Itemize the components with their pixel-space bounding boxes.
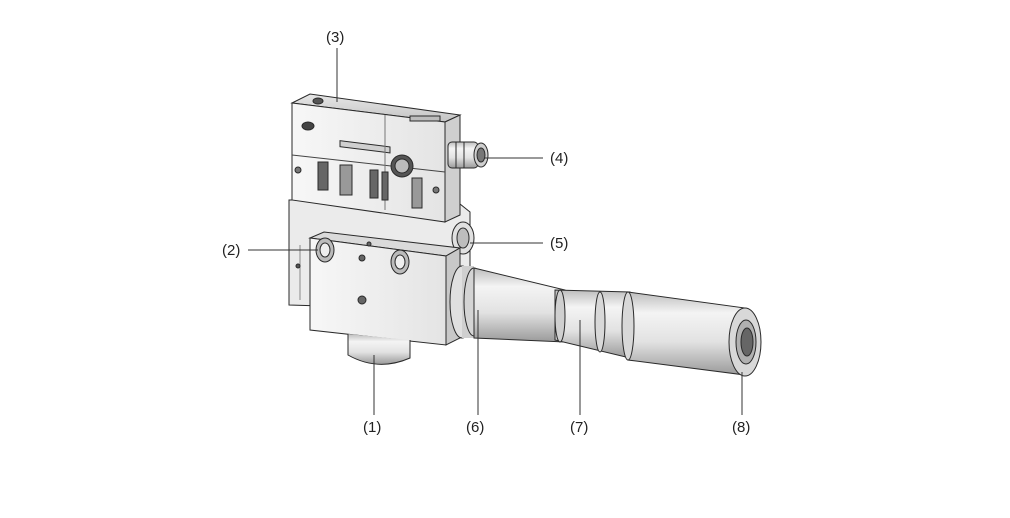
callout-8: (8): [732, 419, 751, 436]
callout-4: (4): [550, 150, 569, 167]
callout-7: (7): [570, 419, 589, 436]
leader-lines: [248, 48, 743, 415]
bottom-port: [347, 334, 411, 365]
callout-1: (1): [363, 419, 382, 436]
valve-block: [308, 231, 462, 346]
callout-2: (2): [222, 242, 241, 259]
callout-5: (5): [550, 235, 569, 252]
control-module: [290, 93, 462, 223]
callout-3: (3): [326, 29, 345, 46]
side-port: [451, 221, 475, 255]
ejector-nozzle: [449, 265, 762, 377]
callout-6: (6): [466, 419, 485, 436]
electrical-connector: [447, 141, 489, 169]
